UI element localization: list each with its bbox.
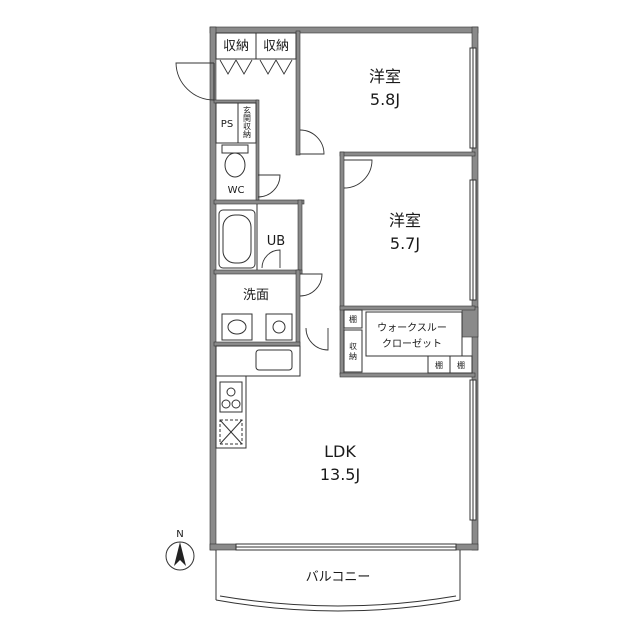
hall-storage [343, 329, 363, 373]
entrance-storage [237, 102, 257, 144]
washroom-door [299, 273, 323, 297]
western-room-2-door [343, 159, 373, 189]
entrance-storage-char-2: 関 [243, 114, 251, 123]
compass-north-label: N [176, 529, 183, 540]
western-room-1-name: 洋室 [369, 67, 401, 86]
entrance-storage-char-1: 玄 [243, 105, 251, 115]
balcony [215, 550, 461, 612]
ldk-size: 13.5J [320, 465, 360, 484]
compass-icon [165, 541, 195, 571]
toilet-fixture [221, 144, 249, 178]
washing-machine-pan [265, 313, 293, 341]
toilet-label: WC [228, 185, 245, 196]
western-room-1-door [299, 129, 325, 155]
toilet-door [257, 174, 281, 198]
shelf-upper [343, 309, 363, 329]
entrance-storage-char-4: 納 [243, 129, 251, 139]
walk-in-closet-line-1: ウォークスルー [377, 322, 447, 334]
entrance-storage-char-3: 収 [243, 121, 251, 131]
interior-walls [213, 30, 476, 378]
washroom-label: 洗面 [243, 288, 269, 303]
hall-door [305, 327, 329, 351]
hall-storage-char-1: 収 [349, 341, 357, 351]
windows [235, 47, 477, 551]
wash-basin [221, 313, 253, 341]
ldk-name: LDK [324, 442, 356, 461]
shelf-lower-left-label: 棚 [435, 360, 443, 370]
unit-bath-label: UB [267, 234, 285, 249]
western-room-2-size: 5.7J [390, 234, 420, 253]
top-storage [215, 32, 297, 75]
bath-door [261, 249, 281, 269]
bathtub [218, 209, 256, 269]
stove-icon [219, 381, 243, 413]
top-left-storage-label: 収納 [223, 39, 249, 54]
walk-in-closet-line-2: クローゼット [382, 338, 442, 350]
top-right-storage-label: 収納 [263, 39, 289, 54]
entrance-door [175, 62, 215, 101]
shelf-upper-label: 棚 [349, 314, 357, 324]
hall-storage-char-2: 納 [349, 351, 357, 361]
western-room-2-name: 洋室 [389, 211, 421, 230]
pipe-space-label: PS [221, 119, 233, 130]
walk-in-closet [365, 311, 463, 357]
shelf-lower-right-label: 棚 [457, 360, 465, 370]
western-room-1-size: 5.8J [370, 90, 400, 109]
shelf-lower-right [449, 355, 473, 374]
fridge-space-icon [219, 419, 243, 445]
balcony-label: バルコニー [306, 570, 371, 585]
